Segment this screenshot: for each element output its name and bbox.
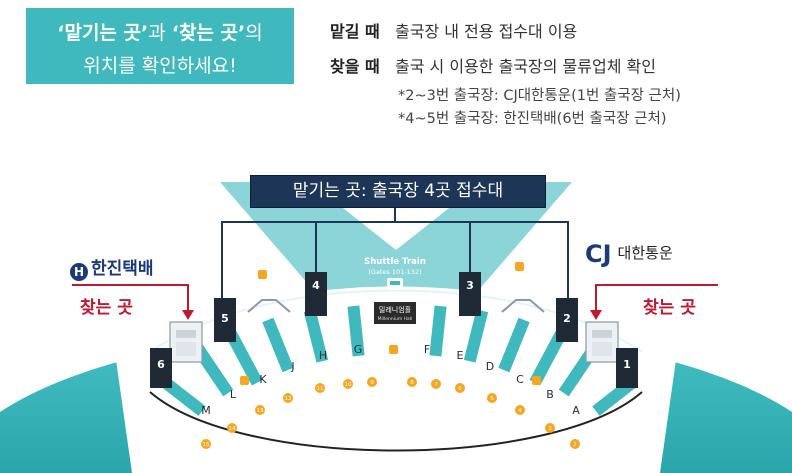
floor-label-left: 4F — [262, 286, 275, 299]
floor-label-right: 4F — [516, 286, 529, 299]
departure-5-box: 5 — [214, 298, 236, 342]
departure-1-box: 1 — [616, 348, 638, 388]
departure-3-label: 3 — [466, 279, 474, 292]
departure-6-box: 6 — [150, 348, 172, 388]
departure-4-label: 4 — [312, 279, 320, 292]
banner-dropoff-term: ‘맡기는 곳’ — [57, 22, 149, 44]
shuttle-train-icon — [387, 278, 403, 290]
pickup-info: 찾을 때 출국 시 이용한 출국장의 물류업체 확인 — [330, 53, 656, 77]
gate-number-markers — [201, 377, 580, 449]
gate-c: C — [516, 373, 524, 386]
dropoff-text: 출국장 내 전용 접수대 이용 — [395, 22, 578, 41]
dropoff-title-box: 맡기는 곳: 출국장 4곳 접수대 — [250, 175, 546, 208]
connector-lines — [221, 206, 569, 300]
dropoff-info: 맡길 때 출국장 내 전용 접수대 이용 — [330, 18, 577, 42]
cj-name: 대한통운 — [617, 244, 673, 262]
departure-6-label: 6 — [157, 358, 165, 371]
gate-number-10: 10 — [345, 382, 352, 388]
pickup-text: 출국 시 이용한 출국장의 물류업체 확인 — [395, 57, 656, 76]
concourse-inner-band — [149, 289, 643, 353]
outer-walkway — [149, 391, 643, 452]
hanjin-name: 한진택배 — [91, 259, 154, 279]
gate-a: A — [572, 404, 580, 417]
hanjin-kiosk — [169, 321, 203, 363]
gate-k: K — [259, 373, 267, 386]
cj-logo-mark: CJ — [585, 240, 612, 268]
banner-pickup-term: ‘찾는 곳’ — [171, 22, 246, 44]
gate-m: M — [201, 404, 211, 417]
departure-5-label: 5 — [221, 312, 229, 325]
header-banner: ‘맡기는 곳’과 ‘찾는 곳’의 위치를 확인하세요! — [26, 8, 294, 84]
departure-2-box: 2 — [556, 298, 578, 342]
gate-number-5: 5 — [490, 396, 494, 402]
gate-number-6: 6 — [458, 386, 462, 392]
gate-number-13: 13 — [257, 408, 264, 414]
note-hanjin: *4~5번 출국장: 한진택배(6번 출국장 근처) — [398, 111, 667, 127]
gate-l: L — [230, 388, 237, 401]
gate-j: J — [290, 360, 294, 373]
gate-number-9: 9 — [370, 380, 374, 386]
gate-d: D — [486, 360, 494, 373]
teal-background — [220, 182, 572, 300]
gate-number-14: 14 — [229, 426, 236, 432]
millennium-hall-box — [374, 302, 416, 324]
pickup-label-left: 찾는 곳 — [80, 298, 133, 318]
millennium-hall-en: Millennium Hall — [378, 316, 413, 322]
gate-number-4: 4 — [518, 408, 522, 414]
gate-number-12: 12 — [285, 396, 292, 402]
cj-kiosk — [585, 321, 619, 363]
shuttle-train-label: Shuttle Train — [364, 257, 426, 267]
gate-b: B — [546, 388, 554, 401]
banner-line-1: ‘맡기는 곳’과 ‘찾는 곳’의 — [26, 18, 294, 45]
pickup-arrows — [72, 284, 718, 320]
gate-g: G — [354, 343, 363, 356]
hanjin-logo-icon: H — [70, 263, 88, 281]
escalator-left — [247, 299, 291, 313]
departure-2-label: 2 — [563, 312, 571, 325]
gate-number-15: 15 — [203, 442, 210, 448]
departure-4-box: 4 — [305, 272, 327, 316]
pickup-label-right: 찾는 곳 — [643, 298, 696, 318]
escalator-right — [501, 299, 545, 313]
banner-and: 과 — [148, 22, 172, 44]
gate-number-7: 7 — [434, 382, 438, 388]
banner-particle: 의 — [245, 22, 263, 44]
shuttle-gates-label: (Gates 101-132) — [368, 268, 421, 276]
facility-icons — [240, 262, 541, 385]
gate-number-8: 8 — [410, 380, 414, 386]
gate-f: F — [424, 343, 430, 356]
concourse-floor — [116, 286, 676, 473]
departure-1-label: 1 — [623, 358, 631, 371]
millennium-hall-ko: 밀레니엄홀 — [379, 305, 412, 314]
banner-line-2: 위치를 확인하세요! — [83, 55, 237, 77]
departure-3-box: 3 — [459, 272, 481, 316]
note-cj: *2~3번 출국장: CJ대한통운(1번 출국장 근처) — [398, 88, 681, 104]
gate-number-3: 3 — [548, 426, 552, 432]
dropoff-label: 맡길 때 — [330, 22, 380, 41]
gate-number-11: 11 — [317, 386, 324, 392]
cj-logo: CJ 대한통운 — [585, 240, 673, 268]
gate-h: H — [319, 349, 327, 362]
gate-number-2: 2 — [573, 442, 577, 448]
gate-e: E — [457, 349, 464, 362]
pickup-label: 찾을 때 — [330, 57, 380, 76]
